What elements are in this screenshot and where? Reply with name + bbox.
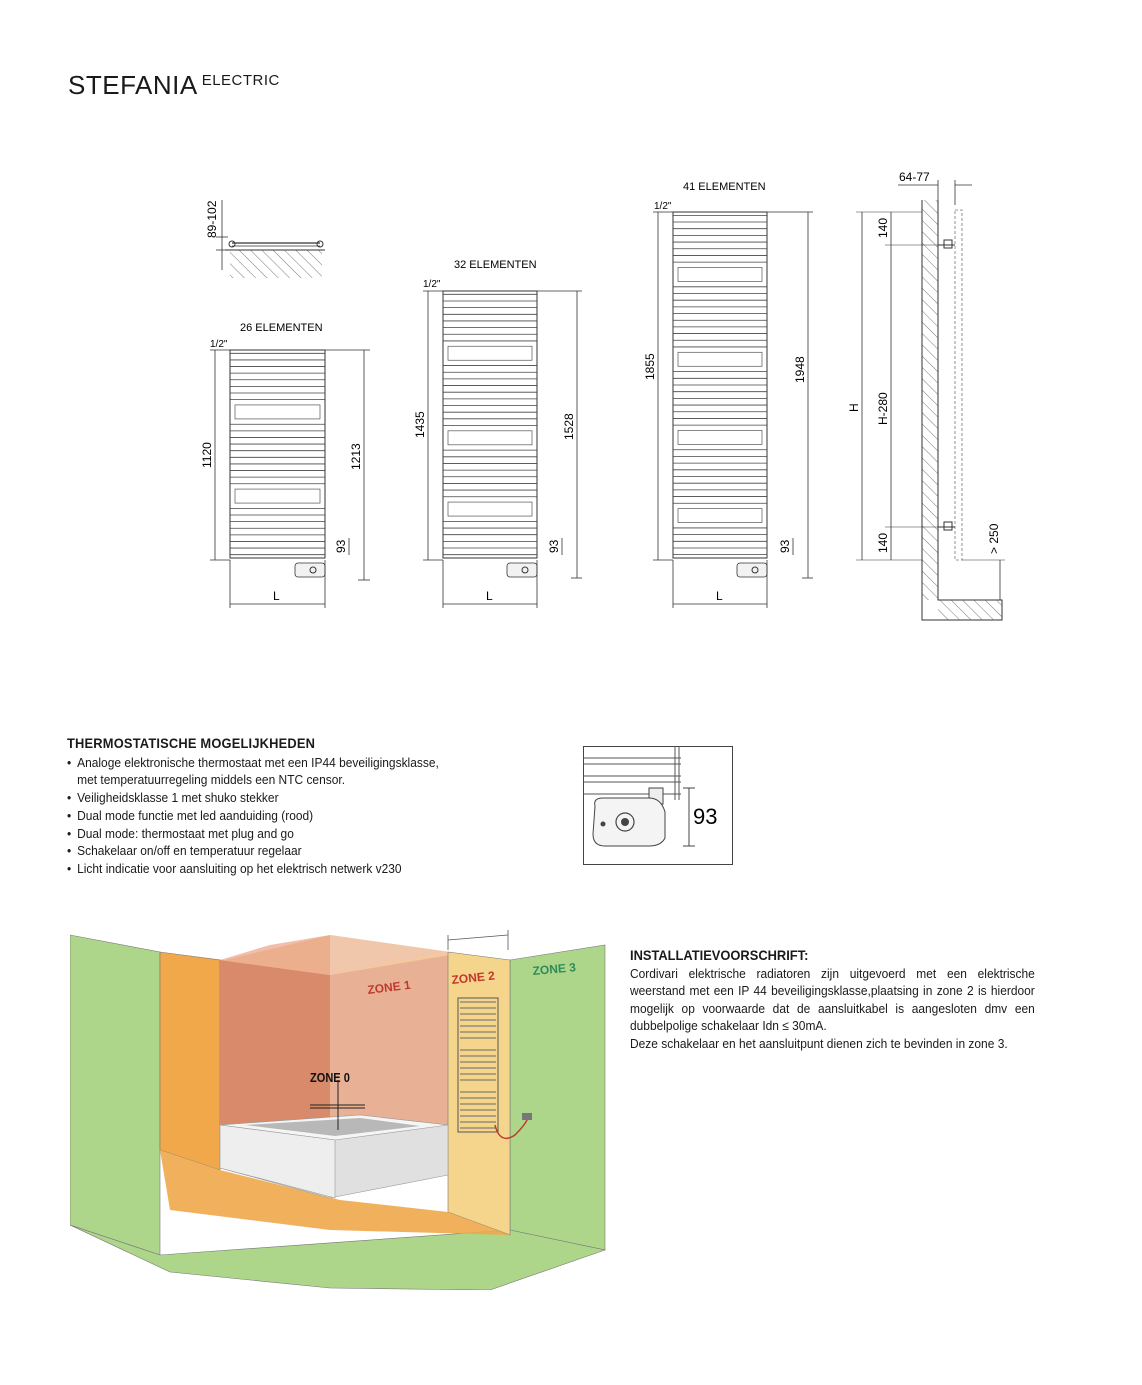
width-32: L	[486, 589, 493, 603]
radiator-frame	[442, 290, 538, 559]
radiator-26: 26 ELEMENTEN 1/2" 1120 1213 93 L	[200, 322, 370, 608]
zone2-label: ZONE 2	[451, 968, 496, 986]
radiator-gap-panel	[677, 430, 763, 445]
bracket-span-label: H-280	[876, 392, 890, 425]
radiator-gap-panel	[234, 404, 321, 420]
radiator-gap-panel	[234, 488, 321, 504]
zone-radiator	[457, 997, 499, 1133]
radiator-frame	[229, 349, 326, 559]
elements-32-label: 32 ELEMENTEN	[454, 259, 537, 271]
bottom-32: 93	[547, 539, 561, 553]
inlet-41-label: 1/2"	[654, 201, 672, 212]
radiator-gap-panel	[447, 430, 533, 446]
thermo-item: Dual mode functie met led aanduiding (ro…	[67, 807, 509, 825]
radiator-gap-panel	[677, 351, 763, 367]
elements-41-label: 41 ELEMENTEN	[683, 181, 766, 193]
side-view: 64-77 H 140 H-280 140 > 250	[847, 170, 1005, 621]
heater-knob	[751, 566, 759, 574]
inlet-26-label: 1/2"	[210, 339, 228, 350]
radiator-gap-panel	[677, 267, 763, 282]
height-26-outer: 1213	[349, 443, 363, 470]
depth-label: 89-102	[205, 200, 219, 238]
thermostat-detail: 93	[583, 746, 733, 865]
radiator-32: 32 ELEMENTEN 1/2" 1435 1528 93 L	[413, 259, 582, 608]
radiator-26-body	[229, 349, 326, 578]
radiator-41: 41 ELEMENTEN 1/2" 1855 1948 93 L	[643, 181, 813, 608]
thermo-item: Licht indicatie voor aansluiting op het …	[67, 860, 509, 878]
thermostat-dim: 93	[693, 804, 717, 829]
width-41: L	[716, 589, 723, 603]
top-offset-label: 140	[876, 218, 890, 238]
title-sup: ELECTRIC	[201, 72, 280, 89]
zone0-label: ZONE 0	[310, 1070, 350, 1085]
height-32-inner: 1435	[413, 411, 427, 438]
floor-label: > 250	[987, 523, 1001, 554]
radiator-gap-panel	[447, 345, 533, 361]
installation-heading: INSTALLATIEVOORSCHRIFT:	[630, 947, 809, 963]
bottom-26: 93	[334, 539, 348, 553]
thermostat-list: Analoge elektronische thermostaat met ee…	[67, 754, 509, 878]
thermo-item: Schakelaar on/off en temperatuur regelaa…	[67, 842, 509, 860]
radiator-32-body	[442, 290, 538, 578]
zone1-label: ZONE 1	[367, 978, 412, 997]
radiator-gap-panel	[447, 501, 533, 517]
inlet-32-label: 1/2"	[423, 279, 441, 290]
installation-section: INSTALLATIEVOORSCHRIFT: Cordivari elektr…	[630, 947, 1035, 1053]
title-main: STEFANIA	[68, 70, 198, 100]
thermostat-section: THERMOSTATISCHE MOGELIJKHEDEN Analoge el…	[67, 735, 509, 878]
width-26: L	[273, 589, 280, 603]
thermo-item: Analoge elektronische thermostaat met ee…	[67, 754, 509, 772]
zone3-label: ZONE 3	[532, 960, 577, 978]
installation-paragraph-2: Deze schakelaar en het aansluitpunt dien…	[630, 1035, 1008, 1051]
zone-diagram: ZONE 0 ZONE 1 ZONE 2 ZONE 3	[70, 930, 607, 1290]
heater-knob	[309, 566, 317, 574]
thermo-item: met temperatuurregeling middels een NTC …	[77, 772, 346, 788]
bottom-41: 93	[778, 539, 792, 553]
height-32-outer: 1528	[562, 413, 576, 440]
radiator-41-body	[672, 211, 768, 578]
height-41-outer: 1948	[793, 356, 807, 383]
technical-drawing: 89-102 26 ELEMENTEN 1/2" 1120 1213 93 L …	[200, 170, 1005, 621]
depth-view: 89-102	[205, 200, 325, 278]
thermostat-heading: THERMOSTATISCHE MOGELIJKHEDEN	[67, 735, 316, 751]
thermo-item: Veiligheidsklasse 1 met shuko stekker	[67, 789, 509, 807]
height-26-inner: 1120	[200, 442, 214, 468]
heater-knob	[521, 566, 529, 574]
radiator-gap-panel	[677, 508, 763, 523]
elements-26-label: 26 ELEMENTEN	[240, 322, 323, 334]
wall-gap-label: 64-77	[899, 170, 930, 184]
height-41-inner: 1855	[643, 353, 657, 380]
total-h-label: H	[847, 403, 861, 412]
bottom-offset-label: 140	[876, 533, 890, 553]
installation-paragraph: Cordivari elektrische radiatoren zijn ui…	[630, 965, 1035, 1034]
thermo-item: Dual mode: thermostaat met plug and go	[67, 825, 509, 843]
